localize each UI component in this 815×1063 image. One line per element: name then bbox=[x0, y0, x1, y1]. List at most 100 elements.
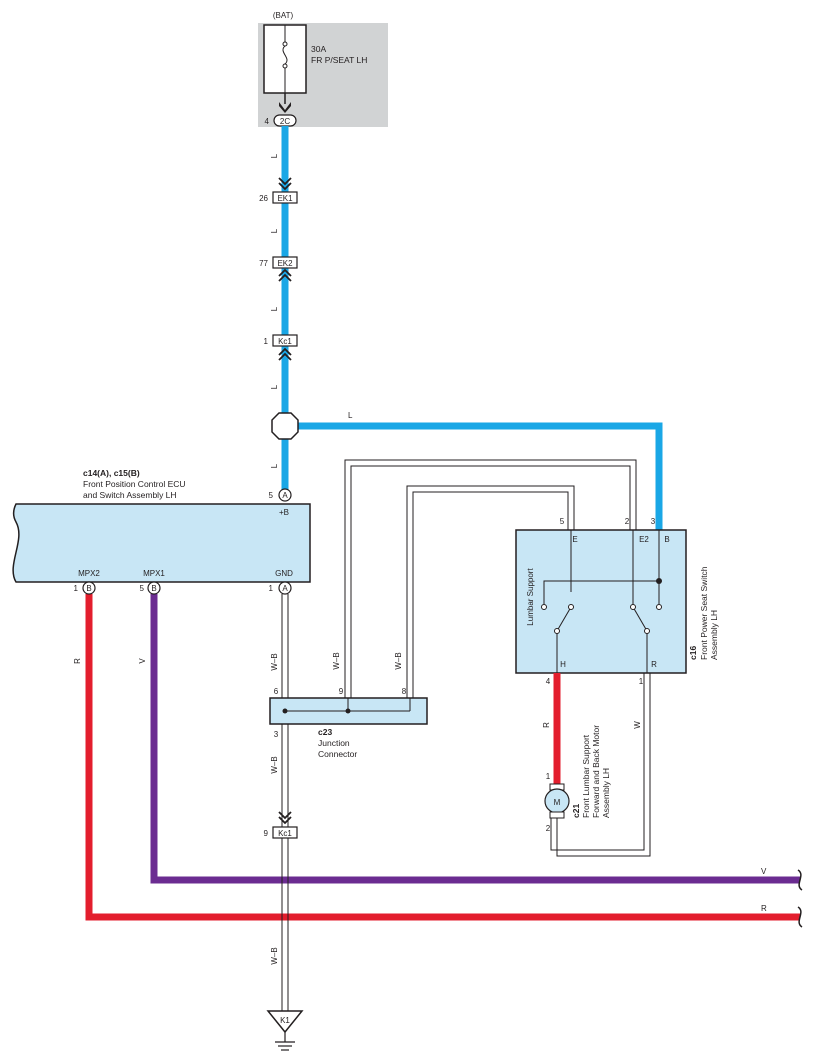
motor-name-1: Front Lumbar Support bbox=[581, 734, 591, 818]
wire-label-l1: L bbox=[270, 153, 279, 158]
ecu-gnd-conn: A bbox=[282, 584, 288, 593]
switch-pin-e2: E2 bbox=[639, 535, 649, 544]
connector-kc1-bottom bbox=[272, 826, 298, 839]
wire-label-l5: L bbox=[270, 463, 279, 468]
connector-arrow-icon bbox=[278, 177, 292, 191]
ecu-name-1: Front Position Control ECU bbox=[83, 479, 186, 489]
wire-label-wb-9: W–B bbox=[332, 652, 341, 669]
wire-w-motor bbox=[550, 673, 651, 857]
fuse-icon bbox=[282, 25, 288, 93]
wire-wb-9 bbox=[344, 459, 637, 698]
switch-pin-r-num: 1 bbox=[639, 677, 644, 686]
wire-label-r-left: R bbox=[73, 658, 82, 664]
junction-pin6: 6 bbox=[274, 687, 279, 696]
connector-kc1-top-id: Kc1 bbox=[278, 337, 292, 346]
switch-pin-r: R bbox=[651, 660, 657, 669]
wire-label-l2: L bbox=[270, 228, 279, 233]
connector-ek1 bbox=[272, 191, 298, 204]
connector-ek2-id: EK2 bbox=[277, 259, 293, 268]
switch-pin-h-num: 4 bbox=[546, 677, 551, 686]
motor-pin2: 2 bbox=[546, 824, 551, 833]
connector-arrow-icon bbox=[278, 268, 292, 282]
switch-pin-h: H bbox=[560, 660, 566, 669]
wire-label-w-motor: W bbox=[633, 721, 642, 729]
ecu-mpx2-connector bbox=[82, 581, 96, 595]
switch-code: c16 bbox=[688, 646, 698, 660]
motor-code: c21 bbox=[571, 804, 581, 818]
wire-label-l-horizontal: L bbox=[348, 411, 353, 420]
power-seat-switch bbox=[515, 529, 687, 674]
junction-name-2: Connector bbox=[318, 749, 357, 759]
junction-code: c23 bbox=[318, 727, 332, 737]
ecu-mpx1-name: MPX1 bbox=[143, 569, 165, 578]
connector-ek1-pin: 26 bbox=[259, 194, 268, 203]
wire-label-wb-below: W–B bbox=[270, 756, 279, 773]
ecu-pin-b-num: 5 bbox=[269, 491, 274, 500]
motor-name-3: Assembly LH bbox=[601, 768, 611, 818]
switch-pin-e-num: 5 bbox=[560, 517, 565, 526]
ecu-mpx1-connector bbox=[147, 581, 161, 595]
ecu-gnd-num: 1 bbox=[269, 584, 274, 593]
wire-label-l3: L bbox=[270, 306, 279, 311]
connector-arrow-icon bbox=[279, 102, 291, 113]
ground-id: K1 bbox=[280, 1016, 290, 1025]
wire-label-v-right: V bbox=[761, 867, 767, 876]
ecu-code: c14(A), c15(B) bbox=[83, 468, 140, 478]
connector-2c-pin: 4 bbox=[265, 117, 270, 126]
wire-l-to-switch bbox=[298, 422, 663, 530]
ecu-box bbox=[12, 503, 311, 583]
wire-label-v-left: V bbox=[138, 658, 147, 664]
connector-arrow-icon bbox=[278, 347, 292, 361]
switch-pin-b: B bbox=[664, 535, 669, 544]
motor-symbol: M bbox=[554, 798, 561, 807]
wire-label-l4: L bbox=[270, 384, 279, 389]
battery-label: (BAT) bbox=[273, 11, 294, 20]
connector-ek2-pin: 77 bbox=[259, 259, 268, 268]
switch-inner-label: Lumbar Support bbox=[526, 568, 535, 626]
wire-wb-gnd bbox=[281, 594, 289, 1013]
ecu-mpx2-num: 1 bbox=[74, 584, 79, 593]
wire-v bbox=[150, 594, 800, 884]
ecu-name-2: and Switch Assembly LH bbox=[83, 490, 177, 500]
connector-kc1-bottom-pin: 9 bbox=[264, 829, 269, 838]
ecu-pin-b-conn: A bbox=[282, 491, 288, 500]
ecu-mpx1-num: 5 bbox=[140, 584, 145, 593]
switch-pin-e2-num: 2 bbox=[625, 517, 630, 526]
wire-label-r-right: R bbox=[761, 904, 767, 913]
wire-r bbox=[85, 594, 800, 921]
junction-name-1: Junction bbox=[318, 738, 350, 748]
ecu-mpx2-name: MPX2 bbox=[78, 569, 100, 578]
connector-kc1-bottom-id: Kc1 bbox=[278, 829, 292, 838]
connector-arrow-icon bbox=[278, 811, 292, 825]
switch-pin-e: E bbox=[572, 535, 577, 544]
wire-label-wb-bottom: W–B bbox=[270, 947, 279, 964]
connector-kc1-top bbox=[272, 334, 298, 347]
wire-label-wb-gnd: W–B bbox=[270, 653, 279, 670]
connector-ek2 bbox=[272, 256, 298, 269]
ground-point bbox=[266, 1010, 304, 1034]
switch-name-1: Front Power Seat Switch bbox=[699, 566, 709, 660]
connector-2c-id: 2C bbox=[280, 117, 290, 126]
ecu-gnd-name: GND bbox=[275, 569, 293, 578]
ground-icon bbox=[275, 1032, 295, 1051]
ecu-mpx1-conn: B bbox=[151, 584, 156, 593]
ecu-pin-b-name: +B bbox=[279, 508, 289, 517]
junction-pin9: 9 bbox=[339, 687, 344, 696]
junction-pin3: 3 bbox=[274, 730, 279, 739]
wire-break-icon bbox=[797, 906, 803, 928]
switch-pin-b-num: 3 bbox=[651, 517, 656, 526]
motor-name-2: Forward and Back Motor bbox=[591, 725, 601, 818]
fuse-rating: 30A bbox=[311, 44, 326, 54]
connector-kc1-top-pin: 1 bbox=[264, 337, 269, 346]
splice-point bbox=[271, 412, 299, 440]
wire-label-r-motor: R bbox=[542, 722, 551, 728]
motor-pin1: 1 bbox=[546, 772, 551, 781]
switch-name-2: Assembly LH bbox=[709, 610, 719, 660]
wire-wb-8 bbox=[406, 485, 575, 698]
junction-pin8: 8 bbox=[402, 687, 407, 696]
fuse-name: FR P/SEAT LH bbox=[311, 55, 367, 65]
switch-contacts bbox=[543, 530, 660, 673]
ecu-mpx2-conn: B bbox=[86, 584, 91, 593]
connector-ek1-id: EK1 bbox=[277, 194, 293, 203]
